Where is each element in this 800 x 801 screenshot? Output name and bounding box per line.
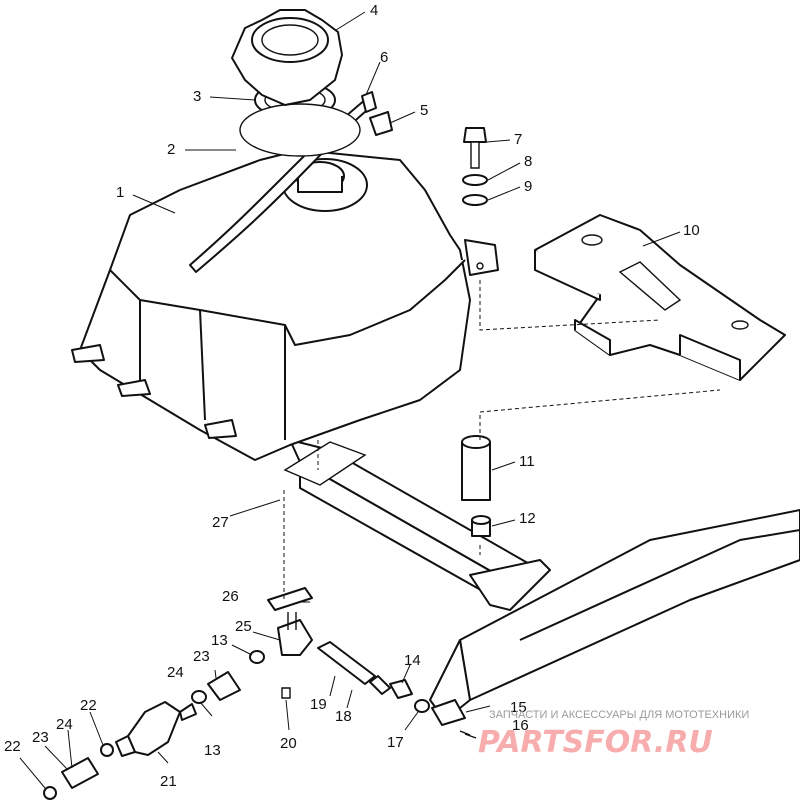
callout-20: 20 (280, 735, 297, 752)
callout-8: 8 (524, 153, 532, 170)
fuel-cap (231, 9, 343, 106)
callout-14: 14 (404, 652, 421, 669)
rod-end-fitting (431, 699, 466, 726)
hose-clamp-right (100, 743, 114, 757)
callout-15: 15 (510, 699, 527, 716)
callout-26: 26 (222, 588, 239, 605)
callout-6: 6 (380, 49, 388, 66)
hose-clamp-left (43, 786, 57, 800)
callout-21: 21 (160, 773, 177, 790)
fuel-hose-upper (207, 671, 241, 701)
callout-23-lower: 23 (32, 729, 49, 746)
callout-22-right: 22 (80, 697, 97, 714)
callout-17: 17 (387, 734, 404, 751)
watermark-logo: PARTSFOR.RU (478, 725, 713, 760)
callout-27: 27 (212, 514, 229, 531)
tank-pad (283, 441, 367, 486)
callout-24-lower: 24 (56, 716, 73, 733)
callout-18: 18 (335, 708, 352, 725)
drain-screw (281, 687, 291, 699)
flat-washer (462, 194, 488, 206)
fuel-valve (277, 612, 313, 656)
callout-24-upper: 24 (167, 664, 184, 681)
hose-clamp-lower (191, 690, 207, 704)
callout-13-upper: 13 (211, 632, 228, 649)
watermark: ЗАПЧАСТИ И АКСЕССУАРЫ ДЛЯ МОТОТЕХНИКИ PA… (478, 709, 749, 760)
callout-11: 11 (519, 453, 535, 470)
callout-22-left: 22 (4, 738, 21, 755)
callout-labels: 1 2 3 4 5 6 7 8 9 10 11 12 13 13 14 15 1… (4, 2, 700, 790)
frame-rails (289, 439, 800, 721)
retainer-clip (414, 699, 430, 713)
spacer-sleeve (461, 435, 491, 501)
callout-2: 2 (167, 141, 175, 158)
callout-3: 3 (193, 88, 201, 105)
valve-rod (317, 641, 376, 685)
callout-10: 10 (683, 222, 700, 239)
vent-fitting (369, 111, 393, 136)
callout-5: 5 (420, 102, 428, 119)
watermark-caption: ЗАПЧАСТИ И АКСЕССУАРЫ ДЛЯ МОТОТЕХНИКИ (489, 709, 749, 721)
fuel-hose-lower (61, 757, 99, 789)
callout-25: 25 (235, 618, 252, 635)
leader-lines (19, 11, 681, 789)
callout-4: 4 (370, 2, 378, 19)
callout-16: 16 (512, 717, 529, 734)
callout-12: 12 (519, 510, 536, 527)
alignment-lines (283, 280, 721, 600)
return-spring (369, 675, 391, 695)
vent-tube (361, 91, 377, 113)
callout-7: 7 (514, 131, 522, 148)
valve-bracket (267, 587, 313, 611)
tank-mount-bracket (534, 214, 786, 381)
cotter-pin (459, 730, 477, 739)
mount-bolt (463, 127, 487, 169)
callout-1: 1 (116, 184, 124, 201)
hose-clamp-upper (249, 650, 265, 664)
rubber-grommet (471, 515, 491, 537)
callout-19: 19 (310, 696, 327, 713)
callout-9: 9 (524, 178, 532, 195)
callout-13-lower: 13 (204, 742, 221, 759)
lock-washer (462, 174, 488, 186)
rod-bracket (389, 679, 413, 699)
callout-23-upper: 23 (193, 648, 210, 665)
fuel-filter (115, 701, 197, 757)
